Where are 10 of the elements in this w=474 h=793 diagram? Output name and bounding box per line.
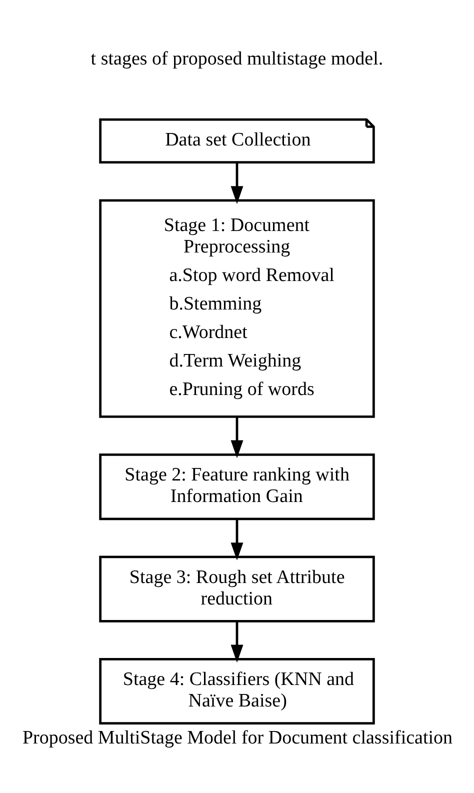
arrow [230,621,244,663]
label: t stages of proposed multistage model. [90,48,384,70]
caption: Proposed MultiStage Model for Document classification [22,727,453,748]
node-box: Stage 4: Classifiers (KNN and Naïve Baise) [99,658,375,725]
arrow [230,162,244,204]
arrow [230,417,244,458]
node-box: Stage 2: Feature ranking with Information Gain [99,454,375,520]
node-box: Stage 1: Document Preprocessing a.Stop word Removal b.Stemming c.Wordnet d.Term Weighing e.Pruning of words [99,199,375,418]
node-box: Stage 3: Rough set Attribute reduction [99,556,375,622]
arrow [230,519,244,560]
